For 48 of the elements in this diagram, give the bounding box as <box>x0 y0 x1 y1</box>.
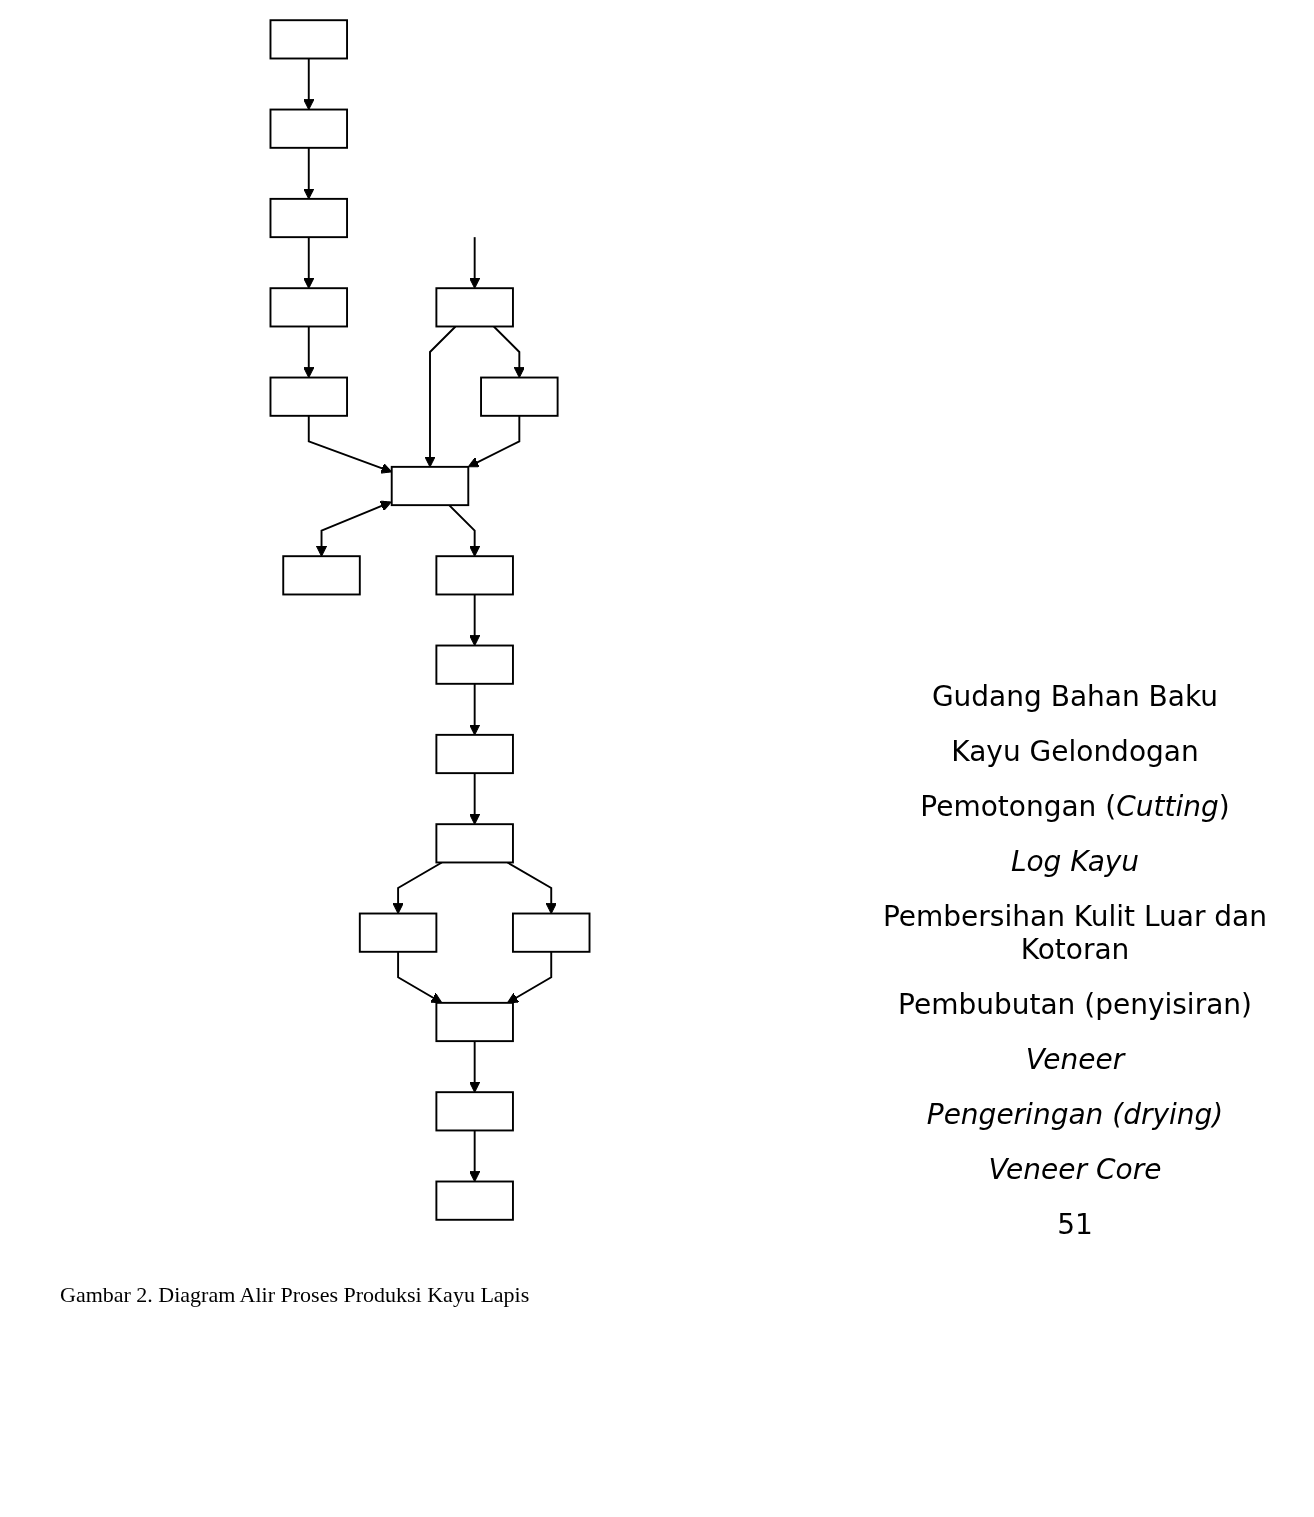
arrow <box>303 325 315 379</box>
node-box <box>269 108 348 149</box>
node-box <box>480 376 559 417</box>
arrow <box>469 682 481 736</box>
node-box <box>435 823 514 864</box>
arrow <box>392 861 443 915</box>
node-box <box>435 287 514 328</box>
text-label: Kayu Gelondogan <box>951 735 1199 768</box>
arrow <box>303 236 315 289</box>
text-label: Pembubutan (penyisiran) <box>898 988 1252 1021</box>
arrow <box>469 1129 481 1182</box>
arrow <box>469 236 481 289</box>
text-label: Gudang Bahan Baku <box>931 680 1219 713</box>
arrow <box>467 414 521 468</box>
arrow <box>303 57 315 111</box>
node-box <box>435 644 514 685</box>
text-label: 51 <box>1057 1208 1093 1241</box>
text-label: Log Kayu <box>1010 845 1140 878</box>
node-box <box>435 1091 514 1132</box>
text-label: Pemotongan (Cutting) <box>920 790 1230 823</box>
text-label: Veneer Core <box>988 1153 1162 1186</box>
node-box <box>269 19 348 60</box>
node-box <box>358 912 438 953</box>
text-label: Pembersihan Kulit Luar dan Kotoran <box>881 900 1269 966</box>
arrow <box>469 1040 481 1093</box>
node-box <box>269 197 348 239</box>
node-box <box>435 733 514 775</box>
text-label: Pengeringan (drying) <box>926 1098 1224 1131</box>
node-box <box>435 1180 514 1221</box>
arrow <box>506 861 557 915</box>
node-box <box>435 555 514 596</box>
text-label: Veneer <box>1025 1043 1125 1076</box>
node-box <box>512 912 591 953</box>
arrow <box>315 500 392 557</box>
node-box <box>269 287 348 328</box>
arrow <box>492 325 525 379</box>
node-box <box>435 1001 514 1043</box>
arrow <box>506 950 553 1004</box>
node-box <box>269 376 348 417</box>
arrow <box>424 325 457 468</box>
node-box <box>390 465 470 507</box>
arrow <box>469 593 481 647</box>
arrow <box>469 772 481 825</box>
figure-caption: Gambar 2. Diagram Alir Proses Produksi Kayu Lapis <box>60 1282 530 1308</box>
arrow <box>303 146 315 200</box>
node-box <box>282 555 361 596</box>
arrow <box>397 950 443 1004</box>
arrow <box>448 504 481 557</box>
